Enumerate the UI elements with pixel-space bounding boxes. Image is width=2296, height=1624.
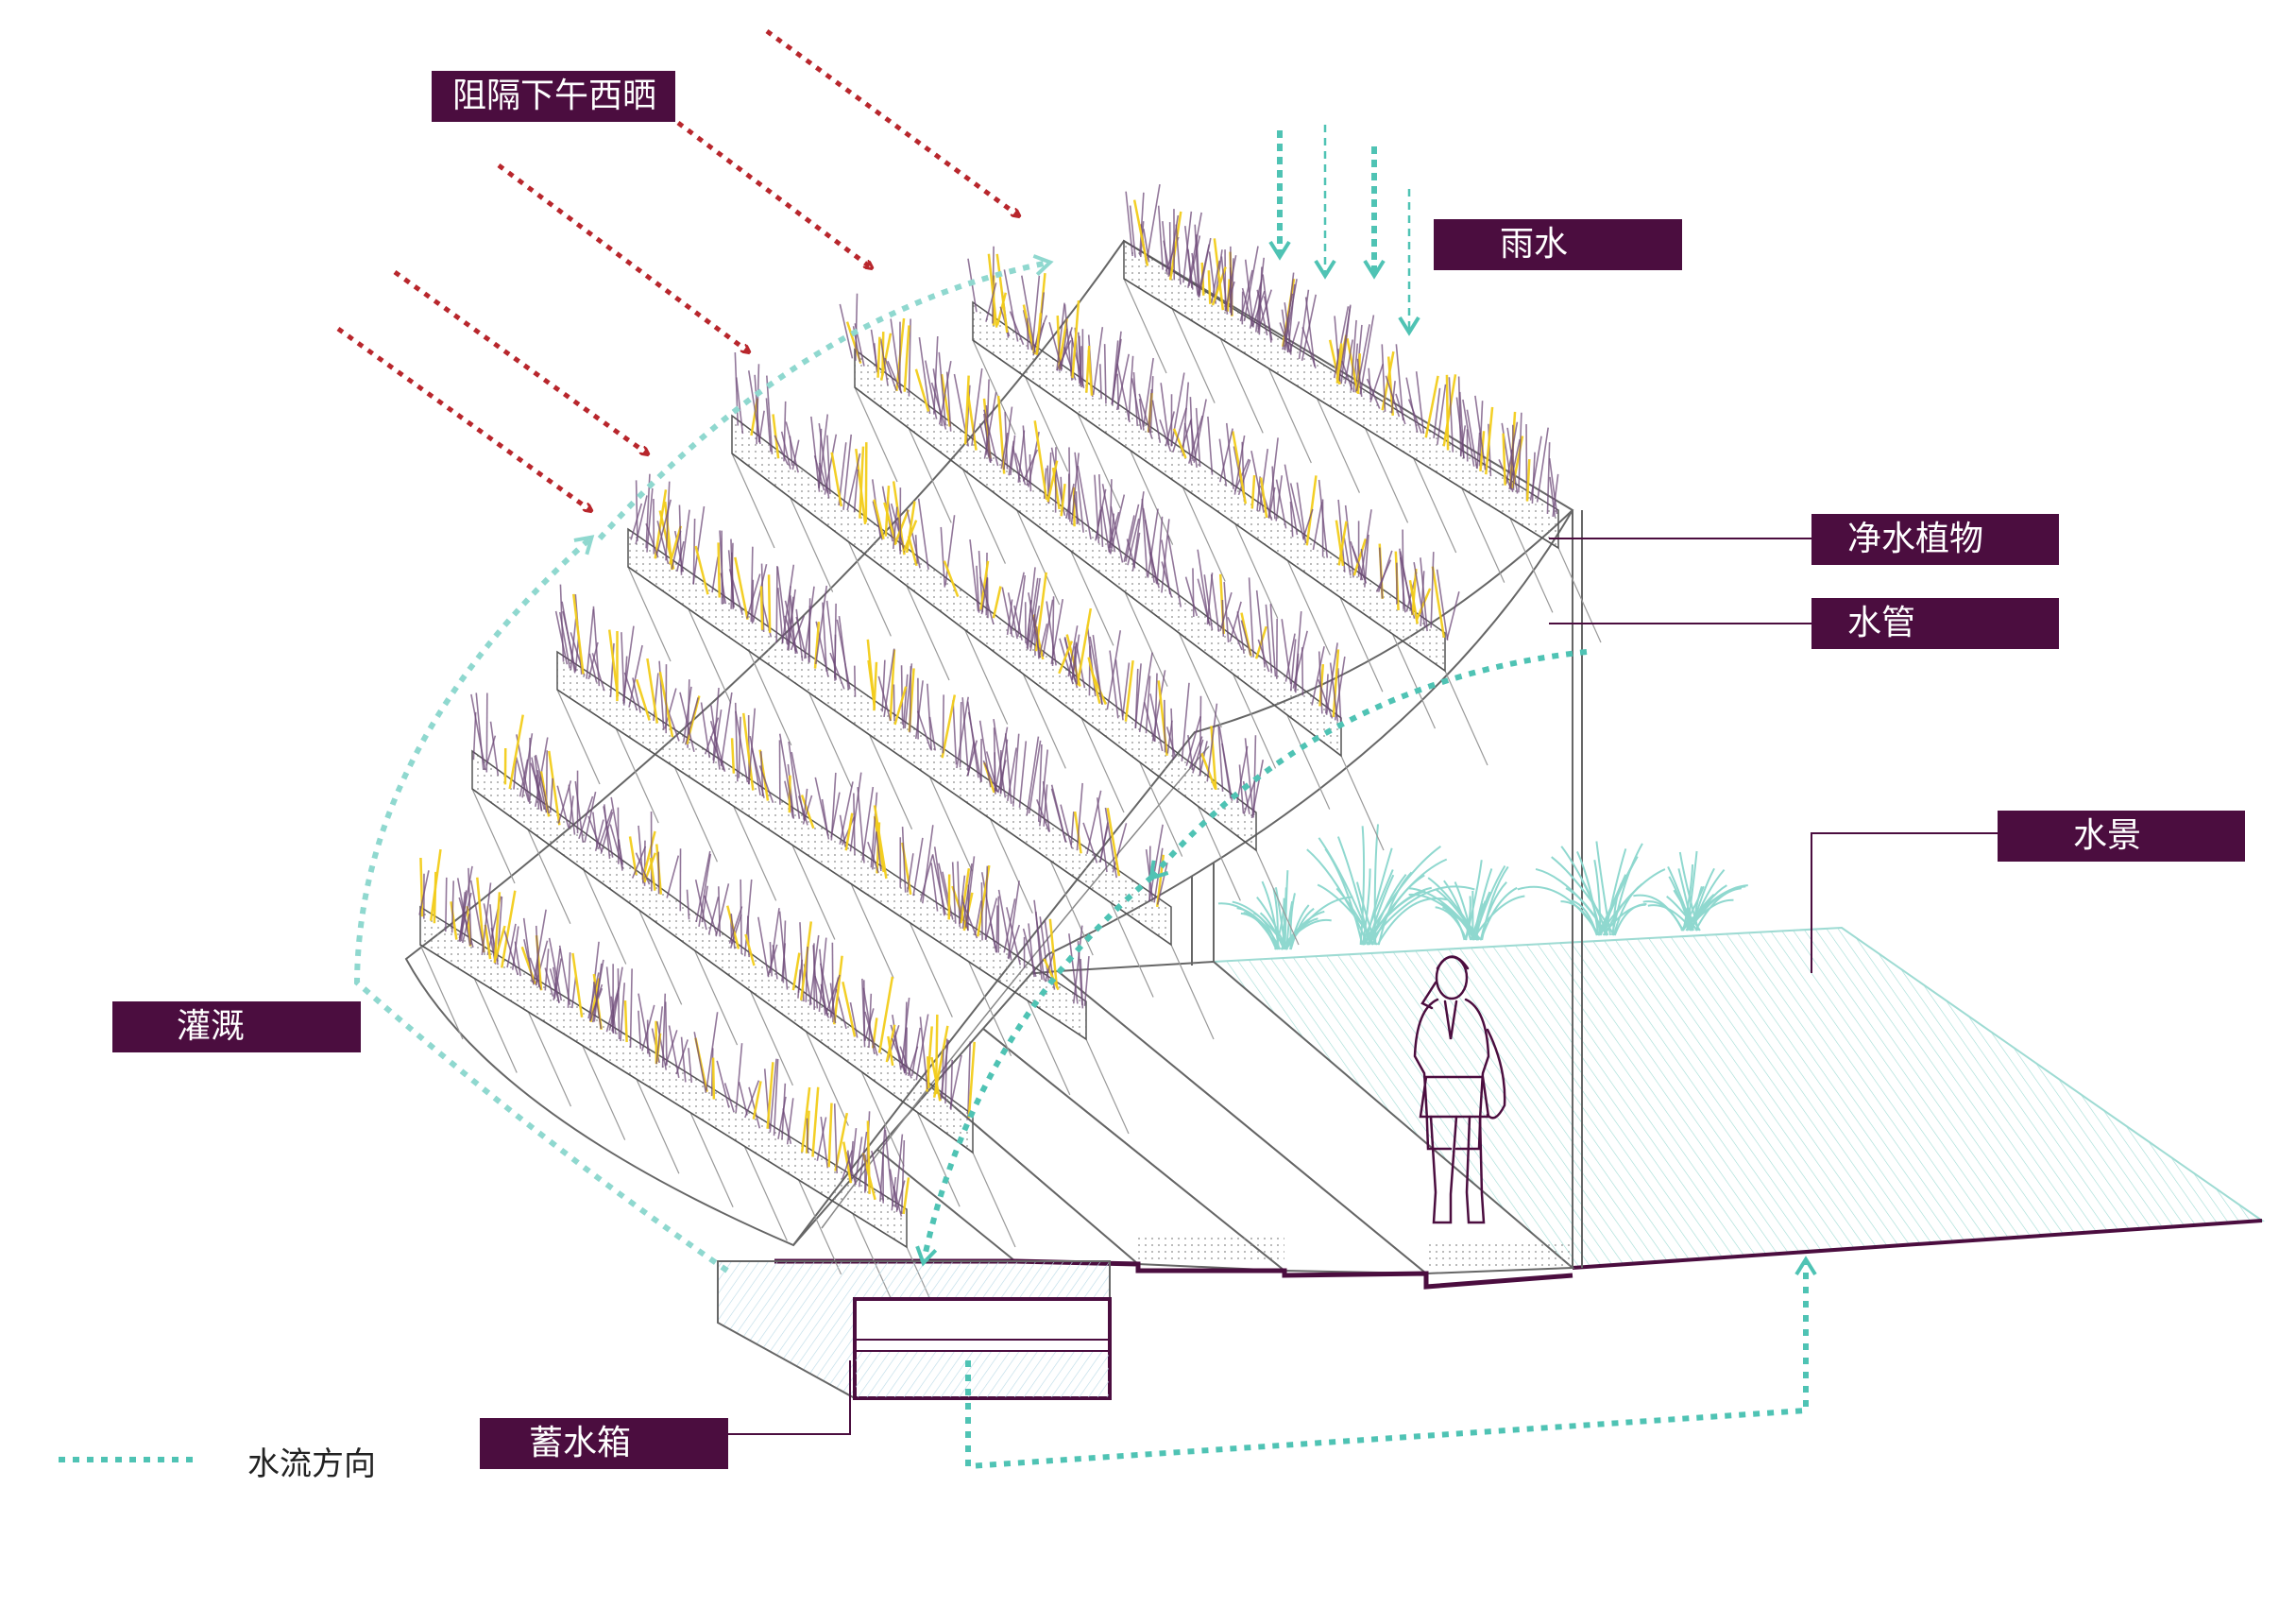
standing-person [1413, 955, 1506, 1224]
label-water-tank: 蓄水箱 [480, 1418, 728, 1469]
planter-row [554, 584, 1090, 1041]
irrigation-flow [353, 254, 1054, 1274]
sun-arrow [393, 269, 647, 453]
label-purifying-plants: 净水植物 [1811, 514, 2059, 565]
grass-tuft [1633, 850, 1748, 932]
planter-row [839, 293, 1346, 758]
planter-row [731, 351, 1265, 852]
planter-row [627, 473, 1172, 947]
label-irrigation: 灌溉 [112, 1001, 361, 1052]
water-flow-arrows [59, 649, 1817, 1470]
sun-arrow [336, 326, 590, 510]
planter-row [470, 692, 976, 1154]
sun-arrow [765, 28, 1018, 215]
grass-tuft [1217, 870, 1353, 950]
label-water-pipe: 水管 [1811, 598, 2059, 649]
grass-tuft [1306, 824, 1475, 946]
water-tank [717, 1260, 1112, 1400]
legend-water-flow-label: 水流方向 [247, 1445, 376, 1483]
curved-planter-wall [404, 184, 1602, 1342]
ornamental-grass [1217, 824, 1748, 950]
sun-arrows [336, 28, 1018, 510]
grass-tuft [1408, 860, 1525, 941]
label-water-feature: 水景 [1998, 811, 2245, 862]
planter-row [1123, 184, 1559, 550]
label-block-west-sun: 阻隔下午西晒 [432, 71, 675, 122]
sun-arrow [497, 162, 748, 351]
leader-lines [727, 538, 1998, 1435]
grass-tuft [1517, 841, 1666, 936]
planter-row [967, 246, 1460, 673]
rain-arrows [1268, 125, 1420, 336]
sun-arrow [676, 121, 871, 267]
planter-row [418, 848, 910, 1249]
label-rainwater: 雨水 [1434, 219, 1682, 270]
